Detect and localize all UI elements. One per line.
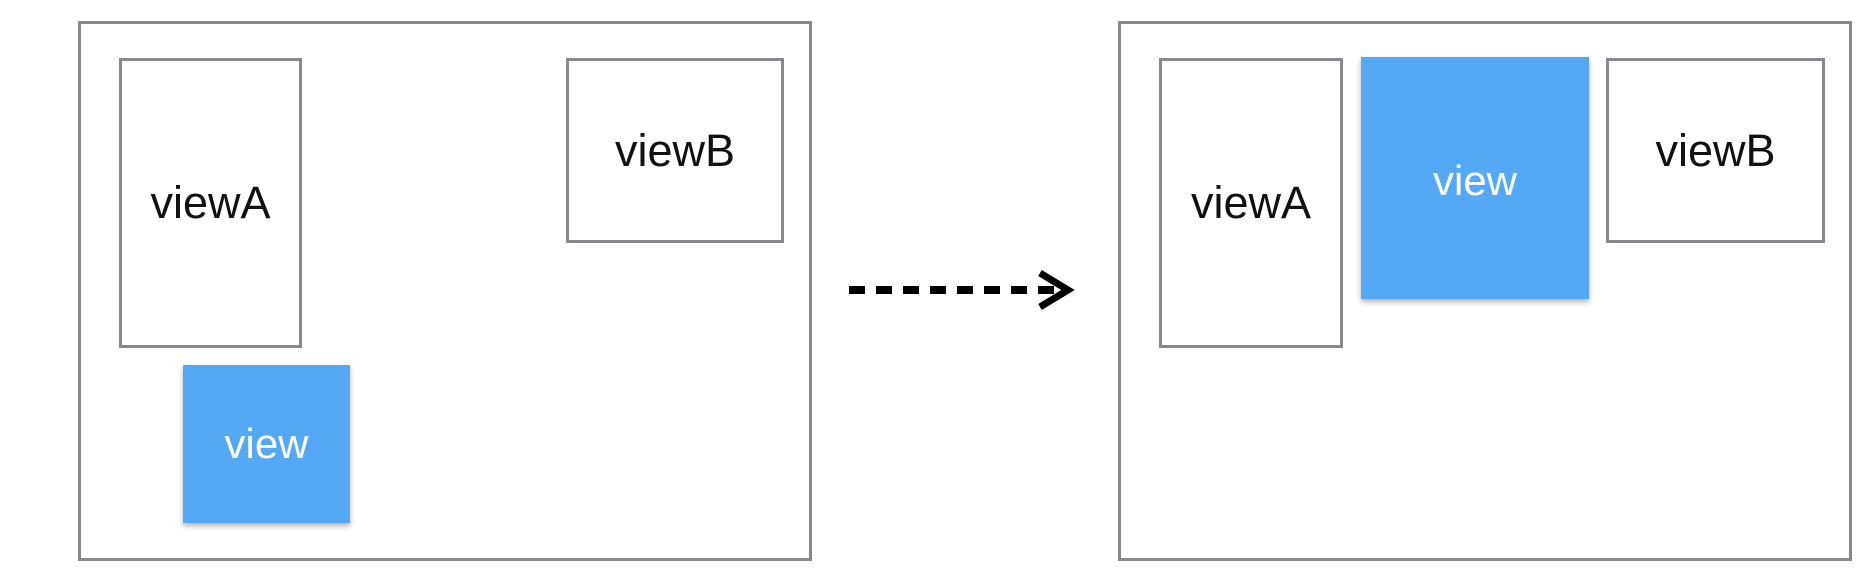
arrow-head bbox=[1038, 270, 1075, 310]
before-view-b: viewB bbox=[566, 58, 784, 243]
after-view-b: viewB bbox=[1606, 58, 1825, 243]
dashed-right-arrow-icon bbox=[849, 270, 1075, 310]
before-view-a: viewA bbox=[119, 58, 302, 348]
before-view: view bbox=[183, 365, 350, 523]
after-view: view bbox=[1361, 57, 1589, 299]
after-view-a: viewA bbox=[1159, 58, 1343, 348]
after-view-text: view bbox=[1432, 157, 1518, 204]
